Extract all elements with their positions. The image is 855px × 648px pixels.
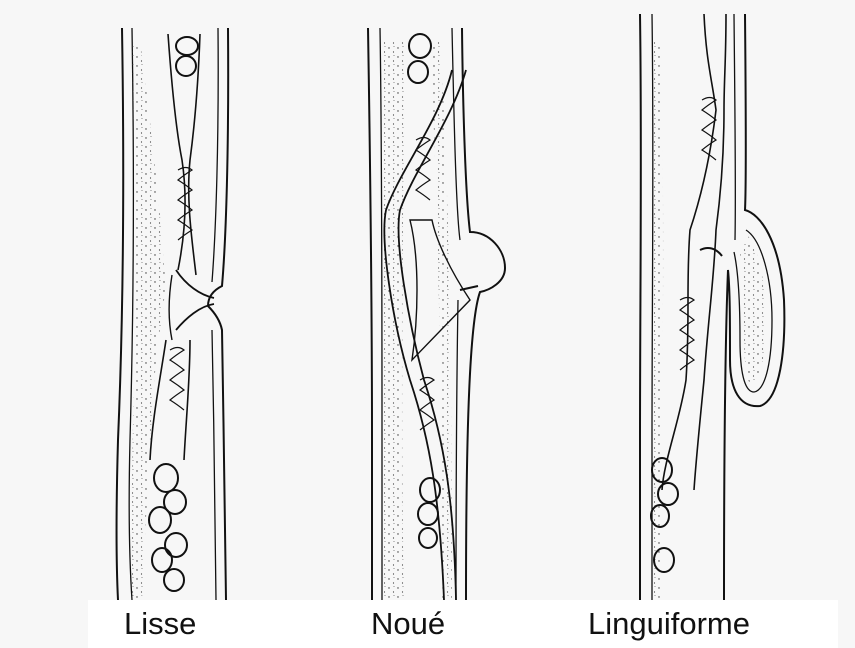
worm-lisse: [117, 28, 229, 600]
worm-noue: [368, 28, 505, 600]
label-noue: Noué: [371, 606, 445, 642]
label-linguiforme: Linguiforme: [588, 606, 750, 642]
label-lisse: Lisse: [124, 606, 196, 642]
worm-linguiforme: [640, 14, 784, 600]
